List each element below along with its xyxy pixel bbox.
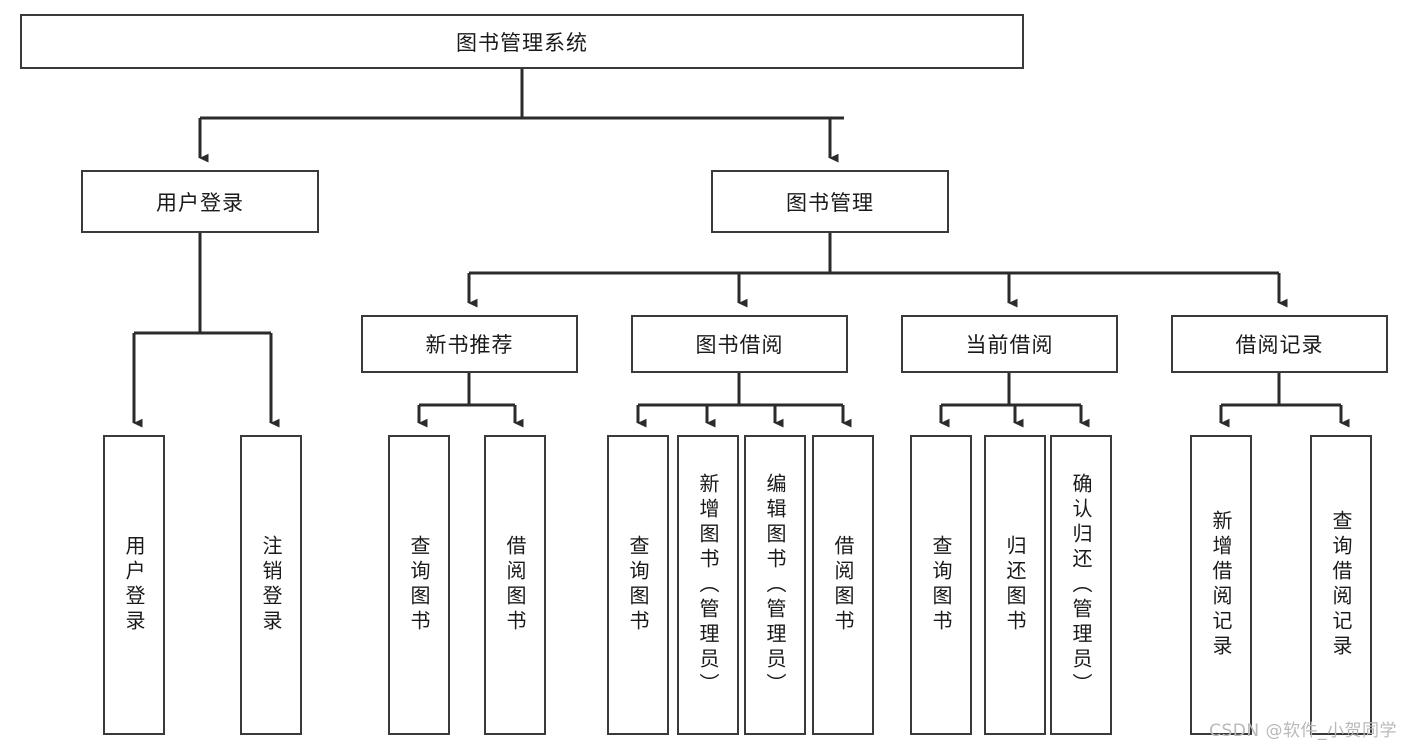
- node-leaf-add-book[interactable]: 新增图书（管理员）: [677, 435, 739, 735]
- node-leaf-query-book-1[interactable]: 查询图书: [388, 435, 450, 735]
- node-leaf-user-login-label: 用户登录: [122, 535, 146, 635]
- node-new-book-recommend-label: 新书推荐: [425, 333, 514, 357]
- node-leaf-query-book-3-label: 查询图书: [929, 535, 953, 635]
- node-book-borrow[interactable]: 图书借阅: [631, 315, 848, 373]
- node-leaf-edit-book[interactable]: 编辑图书（管理员）: [744, 435, 806, 735]
- node-leaf-borrow-book-2-label: 借阅图书: [831, 535, 855, 635]
- node-root[interactable]: 图书管理系统: [20, 14, 1024, 69]
- node-leaf-borrow-book-1[interactable]: 借阅图书: [484, 435, 546, 735]
- node-leaf-query-book-3[interactable]: 查询图书: [910, 435, 972, 735]
- node-leaf-query-book-2[interactable]: 查询图书: [607, 435, 669, 735]
- node-current-borrow[interactable]: 当前借阅: [901, 315, 1118, 373]
- node-leaf-return-book[interactable]: 归还图书: [984, 435, 1046, 735]
- node-leaf-borrow-book-2[interactable]: 借阅图书: [812, 435, 874, 735]
- node-book-borrow-label: 图书借阅: [695, 333, 784, 357]
- node-leaf-user-login[interactable]: 用户登录: [103, 435, 165, 735]
- node-borrow-record-label: 借阅记录: [1235, 333, 1324, 357]
- node-leaf-edit-book-label: 编辑图书（管理员）: [763, 472, 787, 698]
- node-leaf-add-record-label: 新增借阅记录: [1209, 510, 1233, 660]
- node-leaf-user-logout[interactable]: 注销登录: [240, 435, 302, 735]
- node-leaf-borrow-book-1-label: 借阅图书: [503, 535, 527, 635]
- node-new-book-recommend[interactable]: 新书推荐: [361, 315, 578, 373]
- node-leaf-confirm-return-label: 确认归还（管理员）: [1069, 472, 1093, 698]
- node-leaf-add-book-label: 新增图书（管理员）: [696, 472, 720, 698]
- node-leaf-query-book-1-label: 查询图书: [407, 535, 431, 635]
- node-user-login[interactable]: 用户登录: [81, 170, 319, 233]
- node-borrow-record[interactable]: 借阅记录: [1171, 315, 1388, 373]
- node-book-manage-label: 图书管理: [786, 190, 874, 215]
- node-leaf-user-logout-label: 注销登录: [259, 535, 283, 635]
- node-leaf-query-record-label: 查询借阅记录: [1329, 510, 1353, 660]
- node-user-login-label: 用户登录: [156, 190, 244, 215]
- node-leaf-return-book-label: 归还图书: [1003, 535, 1027, 635]
- node-leaf-query-record[interactable]: 查询借阅记录: [1310, 435, 1372, 735]
- node-book-manage[interactable]: 图书管理: [711, 170, 949, 233]
- node-leaf-add-record[interactable]: 新增借阅记录: [1190, 435, 1252, 735]
- node-root-label: 图书管理系统: [456, 30, 588, 55]
- node-current-borrow-label: 当前借阅: [965, 333, 1054, 357]
- node-leaf-query-book-2-label: 查询图书: [626, 535, 650, 635]
- csdn-watermark: CSDN @软件_小贺同学: [1209, 721, 1397, 741]
- node-leaf-confirm-return[interactable]: 确认归还（管理员）: [1050, 435, 1112, 735]
